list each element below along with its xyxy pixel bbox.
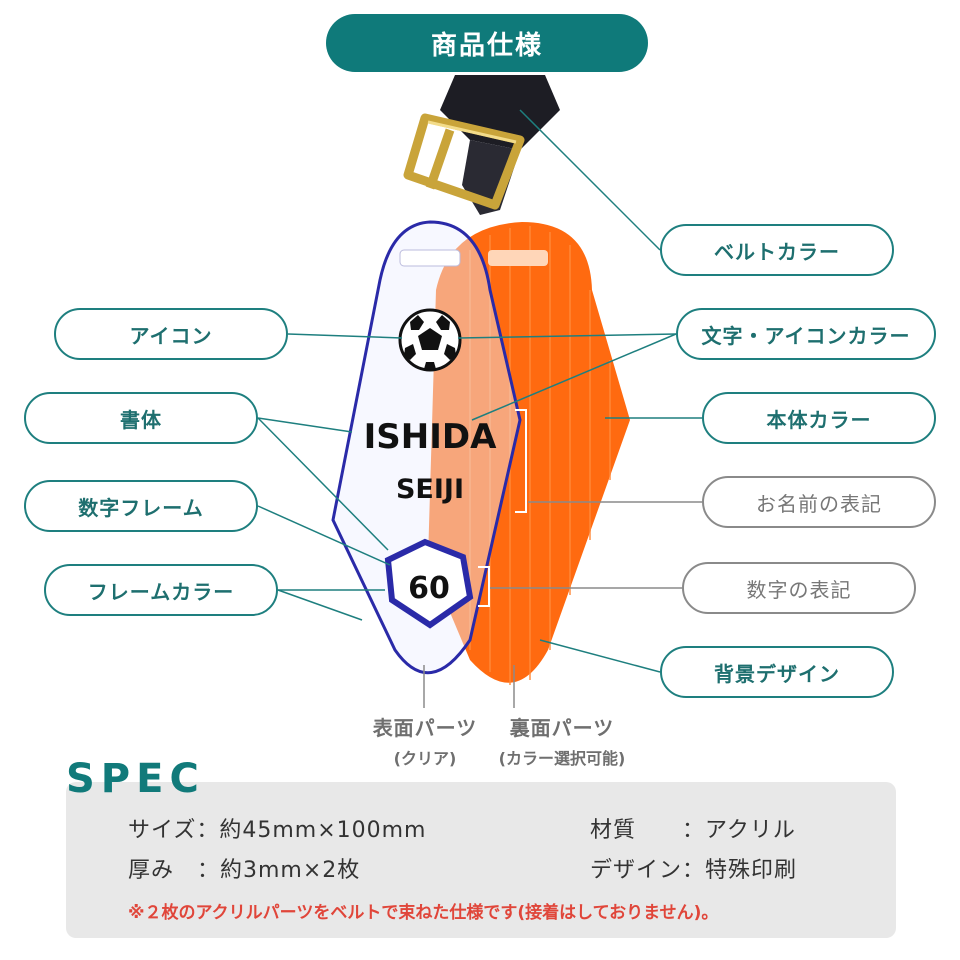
callout-name-notation: お名前の表記 bbox=[702, 476, 936, 528]
back-part-label: 裏面パーツ (カラー選択可能) bbox=[462, 712, 662, 769]
callout-font: 書体 bbox=[24, 392, 258, 444]
spec-title: SPEC bbox=[66, 756, 205, 802]
front-part-label: 表面パーツ (クリア) bbox=[300, 712, 550, 769]
tag-number: 60 bbox=[408, 571, 450, 606]
belt-buckle-shine bbox=[427, 120, 517, 144]
callout-body-color: 本体カラー bbox=[702, 392, 936, 444]
number-frame-hexagon bbox=[384, 538, 474, 629]
callout-frame-color: フレームカラー bbox=[44, 564, 278, 616]
name-bracket bbox=[515, 409, 527, 513]
callout-background-design: 背景デザイン bbox=[660, 646, 894, 698]
front-part-slot bbox=[399, 249, 461, 267]
back-part-slot bbox=[488, 250, 548, 266]
callout-text-icon-color: 文字・アイコンカラー bbox=[676, 308, 936, 360]
tag-name-line1: ISHIDA bbox=[364, 417, 497, 457]
spec-thickness: 厚み ：約3mm×2枚 bbox=[128, 858, 361, 883]
belt-buckle bbox=[403, 113, 525, 210]
callout-number-frame: 数字フレーム bbox=[24, 480, 258, 532]
back-part-label-sub: (カラー選択可能) bbox=[498, 749, 626, 768]
back-part-label-main: 裏面パーツ bbox=[509, 716, 615, 740]
leader-lines bbox=[257, 109, 702, 708]
front-part-label-sub: (クリア) bbox=[393, 749, 457, 768]
soccer-ball-icon bbox=[398, 308, 462, 372]
callout-belt-color: ベルトカラー bbox=[660, 224, 894, 276]
front-part-label-main: 表面パーツ bbox=[372, 716, 478, 740]
tag-name-line2: SEIJI bbox=[396, 474, 464, 505]
header-title: 商品仕様 bbox=[326, 14, 648, 72]
spec-note: ※２枚のアクリルパーツをベルトで束ねた仕様です(接着はしておりません)。 bbox=[128, 903, 719, 923]
spec-design: デザイン：特殊印刷 bbox=[590, 858, 798, 883]
number-bracket bbox=[478, 566, 490, 607]
spec-box bbox=[66, 782, 896, 938]
spec-material: 材質 ：アクリル bbox=[590, 818, 796, 843]
spec-size: サイズ：約45mm×100mm bbox=[128, 818, 427, 843]
callout-icon: アイコン bbox=[54, 308, 288, 360]
callout-number-notation: 数字の表記 bbox=[682, 562, 916, 614]
back-part-stripes bbox=[469, 226, 611, 685]
